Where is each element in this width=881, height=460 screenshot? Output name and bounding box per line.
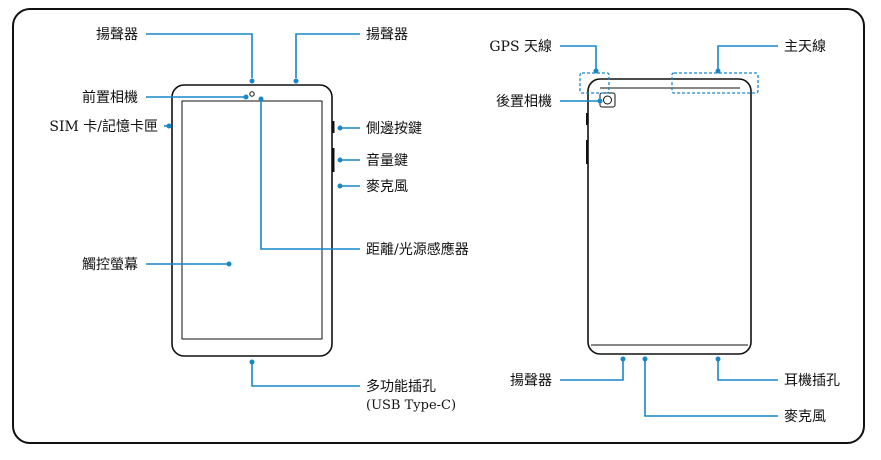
back-side-key <box>586 113 589 125</box>
main-antenna-zone <box>671 72 759 94</box>
gps-antenna-zone <box>579 72 610 94</box>
back-labels: GPS 天線 主天線 後置相機 揚聲器 耳機插孔 麥克風 <box>489 39 840 425</box>
label-gps-antenna: GPS 天線 <box>489 39 552 55</box>
label-microphone-bottom: 麥克風 <box>784 409 826 425</box>
label-rear-camera: 後置相機 <box>496 94 552 110</box>
label-usb-type: (USB Type-C) <box>366 398 456 413</box>
rear-camera-lens <box>603 95 612 105</box>
label-speaker-top-left: 揚聲器 <box>96 26 138 43</box>
diagram-frame <box>12 8 865 444</box>
label-touchscreen: 觸控螢幕 <box>82 257 138 273</box>
back-callouts <box>560 45 778 417</box>
front-device-body <box>171 84 333 357</box>
label-multipurpose-jack: 多功能插孔 <box>366 378 436 395</box>
label-front-camera: 前置相機 <box>82 89 138 106</box>
back-device-body <box>587 78 752 355</box>
label-speaker-bottom: 揚聲器 <box>510 372 552 389</box>
front-device <box>171 84 335 357</box>
volume-key-button <box>332 148 335 172</box>
front-camera-lens <box>249 91 255 97</box>
front-labels: 揚聲器 揚聲器 前置相機 SIM 卡/記憶卡匣 觸控螢幕 側邊按鍵 音量鍵 麥克… <box>49 26 468 413</box>
label-sim-slot: SIM 卡/記憶卡匣 <box>49 118 158 135</box>
label-volume-key: 音量鍵 <box>366 152 408 169</box>
front-screen <box>181 100 323 340</box>
back-volume-key <box>586 140 589 164</box>
front-callouts <box>146 33 360 387</box>
label-speaker-top-right: 揚聲器 <box>366 26 408 43</box>
label-side-key: 側邊按鍵 <box>366 121 422 137</box>
label-main-antenna: 主天線 <box>784 39 826 55</box>
back-device <box>579 72 759 355</box>
side-key-button <box>332 121 335 133</box>
label-earphone-jack: 耳機插孔 <box>784 373 840 389</box>
label-proximity-sensor: 距離/光源感應器 <box>366 241 469 258</box>
label-microphone: 麥克風 <box>366 179 408 195</box>
